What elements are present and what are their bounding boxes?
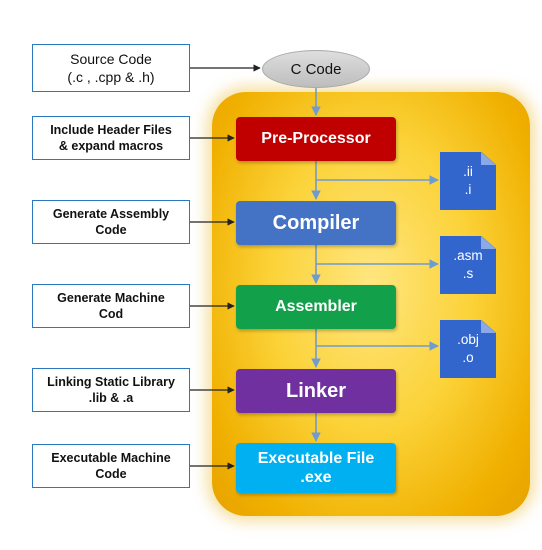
asm-file-ext1: .asm: [453, 247, 483, 263]
executable-file-extension: .exe: [300, 469, 332, 486]
assembler-label: Assembler: [275, 298, 357, 316]
compiler-stage: Compiler: [236, 201, 396, 245]
step-1-desc-line1: Include Header Files: [50, 122, 172, 137]
step-3-desc-line2: Cod: [98, 307, 124, 321]
executable-file-stage: Executable File .exe: [236, 443, 396, 493]
step-2-desc-line2: Code: [95, 223, 127, 237]
obj-file-ext1: .obj: [457, 331, 479, 347]
source-code-extensions: (.c , .cpp & .h): [67, 69, 155, 85]
step-5-desc-line1: Executable Machine: [51, 450, 171, 465]
step-3-desc-line1: Generate Machine: [57, 290, 165, 305]
executable-file-label: Executable File: [257, 449, 375, 467]
step-3-description: Generate Machine Cod: [32, 284, 190, 328]
step-1-description: Include Header Files & expand macros: [32, 116, 190, 160]
step-4-desc-line1: Linking Static Library: [47, 374, 175, 389]
step-2-desc-line1: Generate Assembly: [52, 206, 170, 221]
asm-file-ext2: .s: [462, 266, 474, 281]
step-5-desc-line2: Code: [95, 467, 127, 481]
step-2-description: Generate Assembly Code: [32, 200, 190, 244]
pre-processor-label: Pre-Processor: [261, 130, 371, 148]
assembler-stage: Assembler: [236, 285, 396, 329]
obj-file-ext2: .o: [462, 350, 474, 365]
step-1-desc-line2: & expand macros: [58, 139, 164, 153]
step-4-description: Linking Static Library .lib & .a: [32, 368, 190, 412]
ii-file-ext1: .ii: [463, 163, 473, 179]
linker-stage: Linker: [236, 369, 396, 413]
c-code-label: C Code: [290, 60, 342, 78]
step-4-desc-line2: .lib & .a: [88, 391, 134, 405]
c-code-node: C Code: [262, 50, 370, 88]
pre-processor-stage: Pre-Processor: [236, 117, 396, 161]
source-code-title: Source Code: [70, 50, 152, 67]
ii-file-ext2: .i: [464, 182, 472, 197]
source-code-label: Source Code (.c , .cpp & .h): [32, 44, 190, 92]
compiler-label: Compiler: [272, 212, 360, 234]
linker-label: Linker: [285, 380, 347, 402]
step-5-description: Executable Machine Code: [32, 444, 190, 488]
